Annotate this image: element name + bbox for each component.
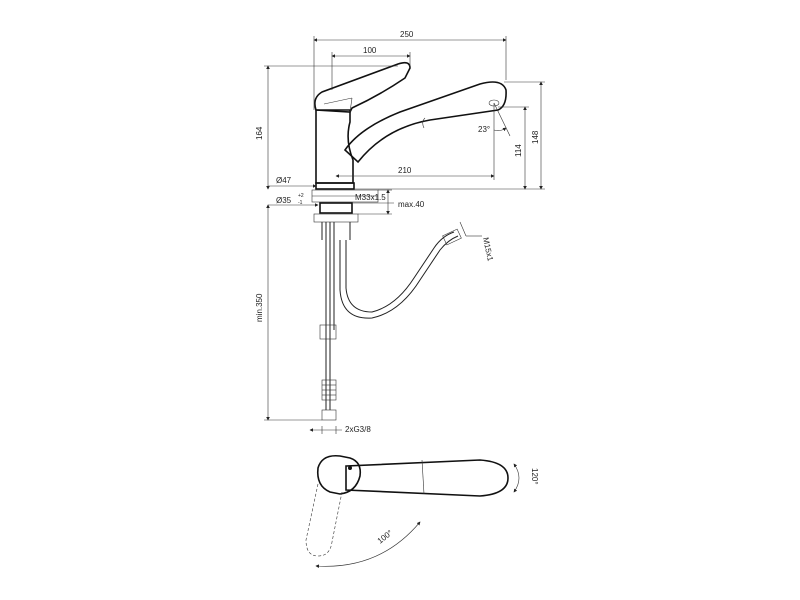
pullout-hose (339, 235, 459, 319)
dim-hose-thread: M15x1 (481, 237, 495, 263)
dimensions: 250 100 164 148 114 23° 210 Ø47 Ø35 (255, 30, 545, 434)
top-lever (316, 454, 362, 495)
dim-hole-tolerance-lower: -1 (298, 200, 303, 206)
dim-overall-length: 250 (400, 30, 414, 39)
dim-spout-height: 148 (531, 130, 540, 144)
lever-handle (314, 61, 411, 113)
top-view: 120° 100° (305, 454, 539, 568)
dim-lever-rotation: 100° (376, 528, 395, 545)
dim-spray-angle: 23° (478, 125, 490, 134)
side-view (311, 61, 507, 421)
dim-max-counter-thickness: max.40 (398, 200, 425, 209)
dim-spout-reach: 210 (398, 166, 412, 175)
pullout-spout (343, 81, 507, 164)
dim-spout-swivel: 120° (530, 468, 539, 485)
base-escutcheon (315, 182, 355, 190)
dim-outlet-height: 114 (514, 144, 523, 157)
dim-min-hose-length: min.350 (255, 293, 264, 322)
dim-lever-length: 100 (363, 46, 377, 55)
dim-total-height: 164 (255, 126, 264, 140)
faucet-body (315, 109, 354, 184)
mounting-nut (319, 202, 353, 214)
dim-hole-diameter: Ø35 (276, 196, 292, 205)
dim-connections: 2xG3/8 (345, 425, 371, 434)
top-spout (345, 459, 509, 497)
dim-hole-tolerance-upper: +2 (298, 193, 304, 199)
dim-mount-thread: M33x1.5 (355, 193, 386, 202)
dim-base-diameter: Ø47 (276, 176, 292, 185)
